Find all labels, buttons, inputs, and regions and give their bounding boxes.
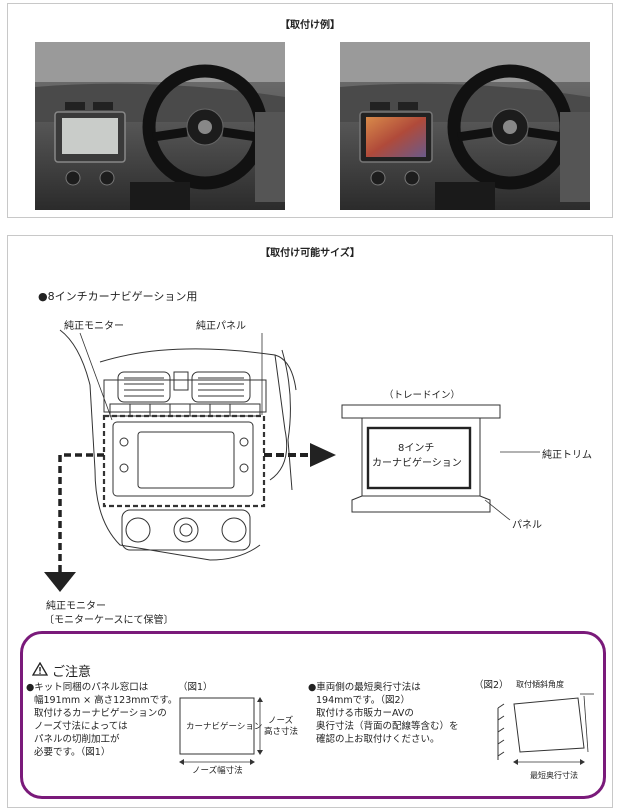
fig2-angle-label: 取付傾斜角度 [516,680,564,689]
dashboard-photo-after [340,42,590,210]
navi-label-line2: カーナビゲーション [372,458,462,469]
caution-box [20,631,606,799]
note-line: 取付ける市販カーAVの [316,708,414,719]
fig1-diagram [179,697,263,765]
genuine-panel-label: 純正パネル [196,321,246,332]
note-line: 必要です。（図1） [34,747,111,758]
note-line: 幅191mm × 高さ123mmです。 [34,695,178,706]
fig2-diagram [497,693,594,765]
fig1-box-text: カーナビゲーション [186,722,263,732]
note-line: 奥行寸法（背面の配線等含む）を [316,721,459,732]
model-subtitle: ●8インチカーナビゲーション用 [38,290,198,303]
note-line: ●キット同梱のパネル窓口は [26,682,149,693]
dashboard-photo-before [35,42,285,210]
fig1-label: （図1） [178,682,213,693]
stored-monitor-note: 〔モニターケースにて保管〕 [44,615,174,626]
note-line: 取付けるカーナビゲーションの [34,708,167,719]
fig2-label: （図2） [474,680,509,691]
install-example-section: 【取付け例】 [7,3,613,218]
fig2-depth-label: 最短奥行寸法 [530,771,578,780]
stored-monitor-label: 純正モニター [46,601,106,612]
genuine-monitor-label: 純正モニター [64,321,124,332]
fig1-height-line1: ノーズ [268,716,294,726]
caution-title: ご注意 [52,665,92,680]
section-title: 【取付け例】 [280,20,340,31]
note-line: ●車両側の最短奥行寸法は [308,682,421,693]
note-line: 確認の上お取付けください。 [316,734,440,745]
panel-label: パネル [512,520,542,531]
fig1-width-label: ノーズ幅寸法 [192,766,243,776]
note-line: パネルの切削加工が [34,734,120,745]
note-line: 194mmです。（図2） [316,695,410,706]
section-title: 【取付け可能サイズ】 [260,248,360,259]
genuine-trim-label: 純正トリム [542,450,592,461]
fig1-height-line2: 高さ寸法 [264,727,299,737]
note-line: ノーズ寸法によっては [34,721,128,732]
navi-label-line1: 8インチ [398,443,435,454]
trade-in-label: （トレードイン） [384,390,461,401]
warning-icon [32,662,48,676]
